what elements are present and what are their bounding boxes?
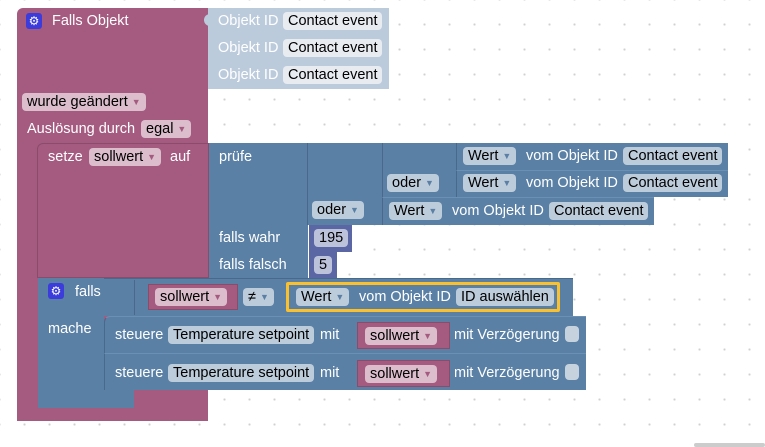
variable-name: sollwert <box>370 366 420 382</box>
condition-block[interactable]: Wert▼ vom Objekt ID Contact event <box>456 170 728 197</box>
target-field[interactable]: Temperature setpoint <box>168 364 315 382</box>
property-dropdown[interactable]: Wert▼ <box>463 174 517 192</box>
with-label: mit <box>320 365 340 381</box>
operator-dropdown[interactable]: ≠▼ <box>243 288 274 306</box>
trigger-title: Falls Objekt <box>52 13 129 29</box>
property-dropdown[interactable]: Wert▼ <box>463 147 517 165</box>
operator-value: ≠ <box>248 289 256 305</box>
dropdown-arrow-icon: ▼ <box>502 178 512 188</box>
if-block-left <box>38 278 104 408</box>
target-field[interactable]: Temperature setpoint <box>168 326 315 344</box>
delay-checkbox[interactable] <box>565 326 579 342</box>
dropdown-arrow-icon: ▼ <box>335 292 345 302</box>
action-block[interactable]: steuere Temperature setpoint mit sollwer… <box>104 353 586 390</box>
number-true-field[interactable]: 195 <box>314 229 349 247</box>
trigger-bottom-bar <box>17 408 208 421</box>
dropdown-arrow-icon: ▼ <box>259 292 269 302</box>
property-value: Wert <box>394 203 425 219</box>
action-block[interactable]: steuere Temperature setpoint mit sollwer… <box>104 316 586 353</box>
dropdown-arrow-icon: ▼ <box>350 205 359 215</box>
dropdown-arrow-icon: ▼ <box>423 331 433 341</box>
dropdown-arrow-icon: ▼ <box>213 292 223 302</box>
if-label: falls <box>75 284 101 300</box>
trigger-by-value: egal <box>146 121 174 137</box>
set-label: setze <box>48 149 83 165</box>
variable-name: sollwert <box>94 149 144 165</box>
object-id-field[interactable]: Contact event <box>283 66 383 84</box>
variable-dropdown[interactable]: sollwert▼ <box>365 365 438 383</box>
dropdown-arrow-icon: ▼ <box>177 124 187 134</box>
object-id-field[interactable]: Contact event <box>283 39 383 57</box>
number-block-true[interactable]: 195 <box>309 225 352 252</box>
from-object-label: vom Objekt ID <box>526 148 618 164</box>
do-label: mache <box>48 321 92 337</box>
from-object-label: vom Objekt ID <box>526 175 618 191</box>
horizontal-scrollbar[interactable] <box>694 443 765 447</box>
control-label: steuere <box>115 327 164 343</box>
dropdown-arrow-icon: ▼ <box>131 97 141 107</box>
if-false-label: falls falsch <box>219 257 287 273</box>
condition-block[interactable]: Wert▼ vom Objekt ID Contact event <box>456 143 728 170</box>
variable-get-block[interactable]: sollwert▼ <box>148 284 238 310</box>
control-label: steuere <box>115 365 164 381</box>
selected-value-block[interactable]: Wert▼ vom Objekt ID ID auswählen <box>286 282 560 312</box>
object-id-label: Objekt ID <box>218 67 279 83</box>
variable-name: sollwert <box>370 328 420 344</box>
dropdown-arrow-icon: ▼ <box>423 369 433 379</box>
input-notch <box>204 14 210 26</box>
number-false-field[interactable]: 5 <box>314 256 333 274</box>
delay-label: mit Verzögerung <box>454 365 560 381</box>
property-value: Wert <box>468 148 499 164</box>
object-id-label: Objekt ID <box>218 13 279 29</box>
from-object-label: vom Objekt ID <box>452 203 544 219</box>
variable-get-block[interactable]: sollwert▼ <box>357 322 450 349</box>
with-label: mit <box>320 327 340 343</box>
from-object-label: vom Objekt ID <box>359 289 451 305</box>
object-id-field[interactable]: Contact event <box>623 147 723 165</box>
trigger-by-label: Auslösung durch <box>27 121 136 137</box>
or-operator-dropdown[interactable]: oder▼ <box>312 201 364 219</box>
change-mode-dropdown[interactable]: wurde geändert▼ <box>22 93 146 111</box>
change-mode-value: wurde geändert <box>27 94 128 110</box>
ternary-block[interactable] <box>209 143 308 278</box>
condition-block[interactable]: Wert▼ vom Objekt ID Contact event <box>382 197 654 225</box>
object-id-row-2[interactable]: Objekt ID Contact event <box>208 35 389 62</box>
dropdown-arrow-icon: ▼ <box>425 178 434 188</box>
variable-dropdown[interactable]: sollwert▼ <box>365 327 438 345</box>
trigger-by-dropdown[interactable]: egal▼ <box>141 120 192 138</box>
variable-dropdown[interactable]: sollwert▼ <box>155 288 228 306</box>
object-id-field[interactable]: Contact event <box>623 174 723 192</box>
property-value: Wert <box>468 175 499 191</box>
object-id-field[interactable]: Contact event <box>283 12 383 30</box>
number-block-false[interactable]: 5 <box>309 252 337 278</box>
dropdown-arrow-icon: ▼ <box>428 206 438 216</box>
dropdown-arrow-icon: ▼ <box>147 152 157 162</box>
object-id-field[interactable]: ID auswählen <box>456 288 554 306</box>
property-dropdown[interactable]: Wert▼ <box>296 288 350 306</box>
to-label: auf <box>170 149 191 165</box>
object-id-row-3[interactable]: Objekt ID Contact event <box>208 62 389 89</box>
object-id-field[interactable]: Contact event <box>549 202 649 220</box>
or-operator-value: oder <box>317 202 347 218</box>
if-true-label: falls wahr <box>219 230 281 246</box>
object-id-row-1[interactable]: Objekt ID Contact event <box>204 8 389 35</box>
gear-icon[interactable]: ⚙ <box>48 283 64 299</box>
variable-name: sollwert <box>160 289 210 305</box>
dropdown-arrow-icon: ▼ <box>502 151 512 161</box>
or-operator-value: oder <box>392 175 422 191</box>
if-block-bottom <box>38 390 134 408</box>
gear-icon[interactable]: ⚙ <box>26 13 42 29</box>
variable-dropdown[interactable]: sollwert▼ <box>89 148 162 166</box>
property-value: Wert <box>301 289 332 305</box>
or-operator-dropdown[interactable]: oder▼ <box>387 174 439 192</box>
variable-get-block[interactable]: sollwert▼ <box>357 360 450 387</box>
object-id-label: Objekt ID <box>218 40 279 56</box>
delay-checkbox[interactable] <box>565 364 579 380</box>
delay-label: mit Verzögerung <box>454 327 560 343</box>
check-label: prüfe <box>219 149 253 165</box>
property-dropdown[interactable]: Wert▼ <box>389 202 443 220</box>
